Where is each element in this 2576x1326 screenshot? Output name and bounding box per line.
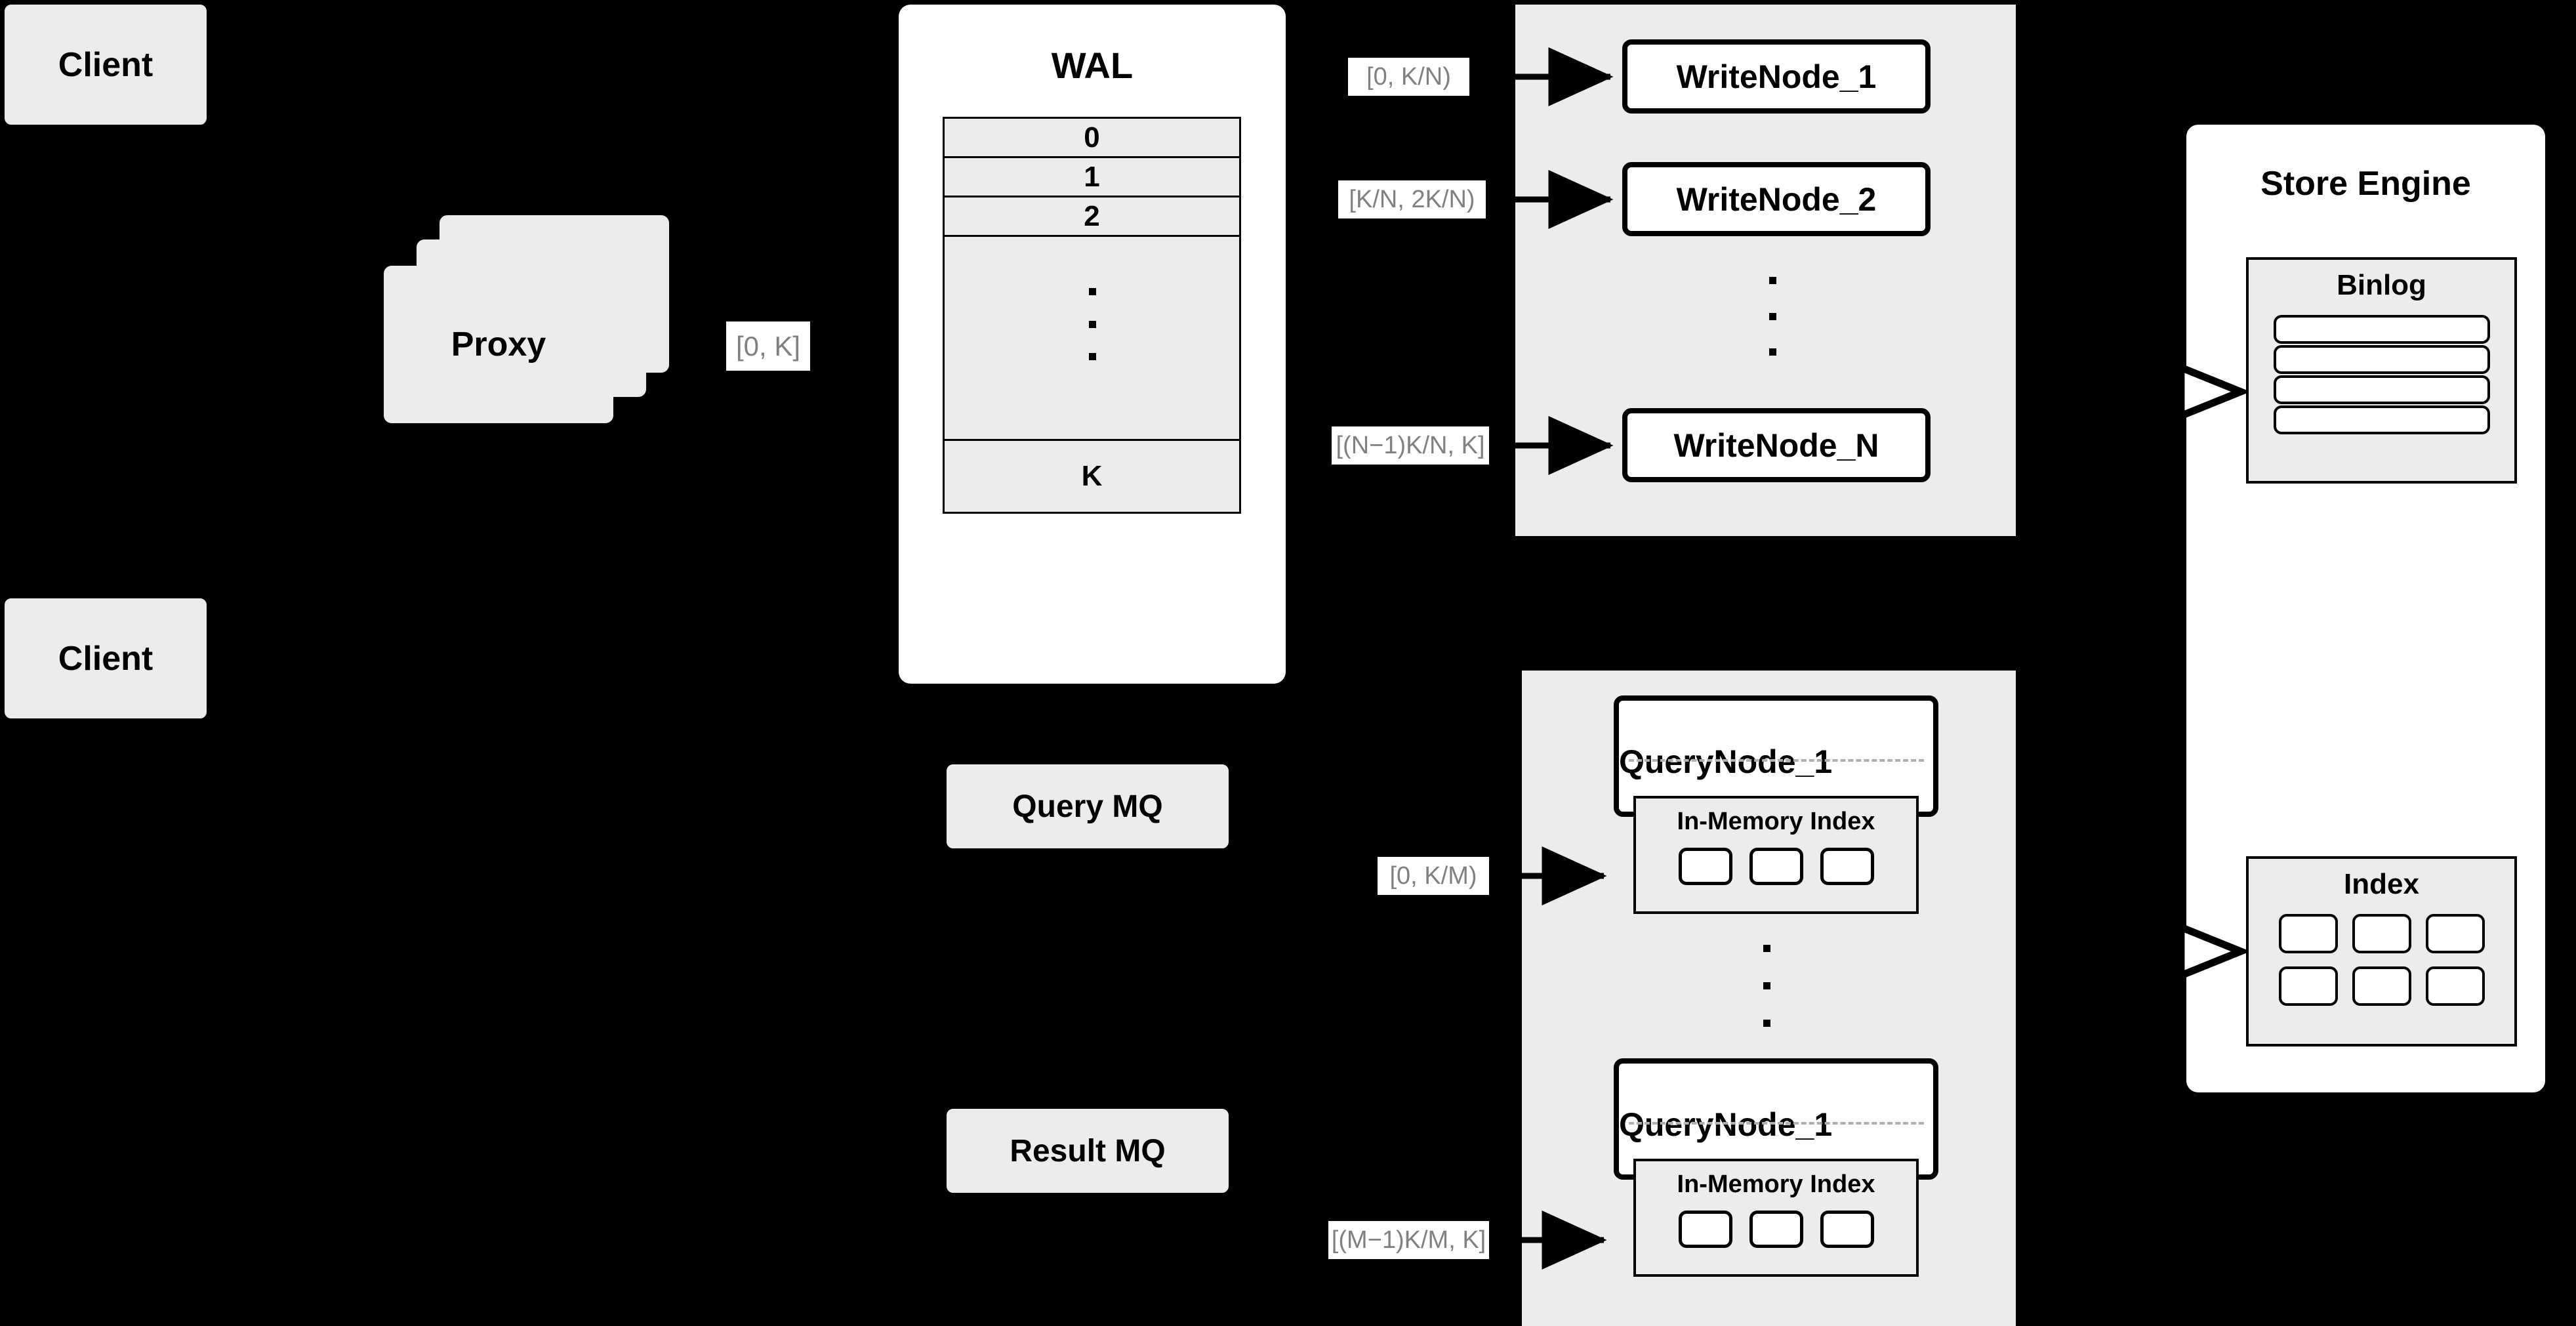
binlog-segment[interactable] [2273, 405, 2490, 434]
binlog-segment[interactable] [2273, 315, 2490, 344]
write-node-2[interactable]: WriteNode_2 [1622, 162, 1931, 236]
wal-entry[interactable]: 1 [945, 158, 1239, 197]
wal-title: WAL [1051, 45, 1134, 86]
result-mq-label: Result MQ [1010, 1133, 1166, 1169]
write-node-1[interactable]: WriteNode_1 [1622, 39, 1931, 114]
wal-entry[interactable]: K [1081, 459, 1103, 492]
store-engine-title: Store Engine [2260, 165, 2471, 203]
wal-entry[interactable]: 2 [945, 197, 1239, 237]
index-slot[interactable] [1820, 848, 1874, 885]
index-slot[interactable] [1820, 1211, 1874, 1248]
store-index-cell[interactable] [2425, 966, 2485, 1006]
store-index-cell[interactable] [2425, 914, 2485, 953]
client-label: Client [58, 639, 153, 678]
store-index-cell[interactable] [2278, 966, 2338, 1006]
proxy-box[interactable]: Proxy [384, 266, 613, 423]
client-box-2[interactable]: Client [5, 598, 207, 718]
binlog-segment[interactable] [2273, 345, 2490, 374]
query-node-m-range-label: [(M−1)K/M, K] [1328, 1221, 1489, 1259]
binlog-panel: Binlog [2246, 257, 2517, 484]
query-mq-box[interactable]: Query MQ [947, 764, 1229, 848]
write-node-label: WriteNode_2 [1676, 180, 1877, 218]
query-node-1-range-label: [0, K/M) [1378, 857, 1489, 895]
wal-entry[interactable]: 0 [945, 119, 1239, 158]
index-slot[interactable] [1678, 848, 1732, 885]
write-node-2-range-label: [K/N, 2K/N) [1338, 180, 1486, 218]
query-node-m-separator [1629, 1122, 1924, 1125]
store-index-cell[interactable] [2352, 966, 2411, 1006]
index-slot[interactable] [1678, 1211, 1732, 1248]
store-index-title: Index [2344, 868, 2419, 900]
write-node-n-range-label: [(N−1)K/N, K] [1332, 426, 1489, 465]
write-cluster-vertical-dots-icon [1769, 277, 1776, 356]
index-slot[interactable] [1749, 848, 1803, 885]
index-slot[interactable] [1749, 1211, 1803, 1248]
binlog-segment[interactable] [2273, 375, 2490, 404]
wal-entry-list: 0 1 2 K [943, 117, 1241, 514]
query-node-1-in-memory-index: In-Memory Index [1633, 796, 1919, 914]
store-index-cell[interactable] [2352, 914, 2411, 953]
in-memory-index-title: In-Memory Index [1677, 1171, 1875, 1198]
write-node-1-range-label: [0, K/N) [1348, 58, 1469, 96]
binlog-title: Binlog [2337, 269, 2426, 301]
query-node-m-in-memory-index: In-Memory Index [1633, 1159, 1919, 1277]
write-node-label: WriteNode_1 [1676, 58, 1877, 95]
vertical-dots-icon [1088, 288, 1096, 360]
proxy-label: Proxy [451, 325, 546, 363]
proxy-range-label: [0, K] [726, 321, 810, 371]
result-mq-box[interactable]: Result MQ [947, 1109, 1229, 1193]
query-cluster-vertical-dots-icon [1763, 945, 1770, 1027]
write-node-label: WriteNode_N [1673, 426, 1879, 464]
store-index-panel: Index [2246, 856, 2517, 1046]
query-node-1-separator [1629, 759, 1924, 762]
wal-entry-ellipsis [945, 237, 1239, 441]
client-box-1[interactable]: Client [5, 5, 207, 125]
query-mq-label: Query MQ [1012, 789, 1163, 824]
client-label: Client [58, 45, 153, 84]
write-node-n[interactable]: WriteNode_N [1622, 408, 1931, 482]
in-memory-index-title: In-Memory Index [1677, 808, 1875, 835]
store-index-cell[interactable] [2278, 914, 2338, 953]
